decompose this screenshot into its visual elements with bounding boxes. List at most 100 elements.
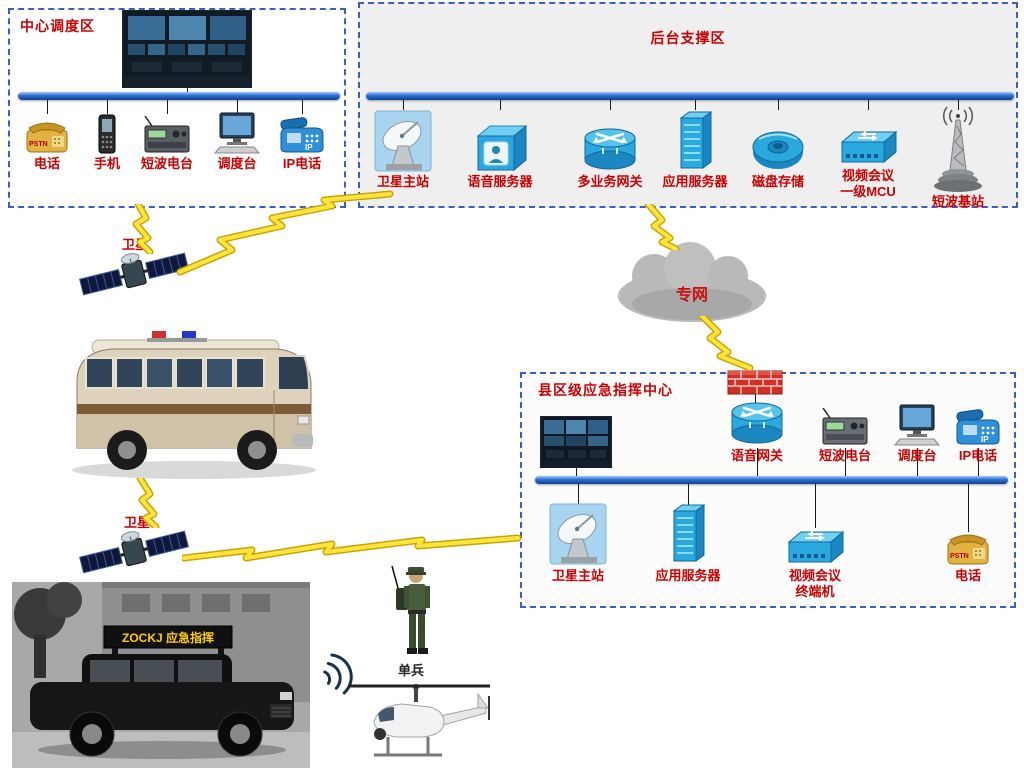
connector-line bbox=[107, 100, 108, 114]
wireless-signal-icon bbox=[323, 653, 353, 695]
ip-phone-icon: IP bbox=[279, 112, 325, 154]
device-backend-voice-server: 语音服务器 bbox=[455, 108, 545, 190]
satellite-dish-icon bbox=[374, 108, 432, 172]
device-label: 视频会议 bbox=[788, 568, 841, 583]
device-county-satellite-station: 卫星主站 bbox=[533, 498, 623, 584]
device-label: 应用服务器 bbox=[655, 568, 721, 583]
device-label: 短波电台 bbox=[140, 156, 193, 171]
satellite-icon bbox=[79, 530, 189, 574]
lightning-bolt bbox=[132, 204, 154, 254]
connector-line bbox=[187, 88, 188, 92]
suv-roof-sign-text: ZOCKJ 应急指挥 bbox=[122, 630, 214, 645]
tower-server-icon bbox=[677, 108, 713, 172]
device-county-dispatch-console: 调度台 bbox=[872, 402, 962, 464]
dispatch-console-icon bbox=[214, 112, 260, 154]
lightning-bolt bbox=[644, 204, 680, 250]
router-icon bbox=[730, 400, 784, 446]
device-backend-shortwave-base-station: 短波基站 bbox=[913, 104, 1003, 210]
device-county-voice-gateway: 语音网关 bbox=[712, 400, 802, 464]
county-control-room-photo bbox=[540, 416, 612, 468]
connector-line bbox=[778, 100, 779, 110]
connector-line bbox=[302, 100, 303, 114]
device-label: IP电话 bbox=[958, 448, 998, 463]
device-label: 短波电台 bbox=[818, 448, 871, 463]
connector-line bbox=[500, 100, 501, 110]
device-label: 语音网关 bbox=[730, 448, 783, 463]
device-backend-video-mcu: 视频会议 一级MCU bbox=[823, 108, 913, 199]
central-control-room-photo bbox=[122, 10, 252, 88]
device-backend-satellite-station: 卫星主站 bbox=[358, 108, 448, 190]
device-label: 语音服务器 bbox=[467, 174, 533, 189]
device-county-ip-phone: IP IP电话 bbox=[933, 406, 1023, 464]
backend-zone-title: 后台支撑区 bbox=[650, 30, 726, 46]
antenna-tower-icon bbox=[930, 104, 986, 192]
connector-line bbox=[968, 484, 969, 532]
device-backend-disk-storage: 磁盘存储 bbox=[733, 108, 823, 190]
svg-text:PSTN: PSTN bbox=[29, 141, 48, 148]
emergency-suv-photo: ZOCKJ 应急指挥 bbox=[12, 582, 310, 768]
soldier-figure bbox=[391, 565, 430, 654]
device-label: 视频会议 bbox=[841, 168, 894, 183]
connector-line bbox=[688, 484, 689, 506]
connector-line bbox=[47, 100, 48, 114]
device-county-pstn-phone: PSTN 电话 bbox=[923, 498, 1013, 584]
lightning-bolt bbox=[136, 478, 160, 528]
connector-line bbox=[610, 100, 611, 110]
voice-server-icon bbox=[472, 108, 528, 172]
device-label: 电话 bbox=[33, 156, 60, 171]
connector-line bbox=[167, 100, 168, 114]
device-label: 电话 bbox=[954, 568, 981, 583]
device-central-pstn-phone: PSTN 电话 bbox=[2, 112, 92, 172]
device-backend-multiservice-gateway: 多业务网关 bbox=[565, 108, 655, 190]
svg-text:PSTN: PSTN bbox=[950, 553, 969, 560]
device-label-line2: 一级MCU bbox=[840, 183, 896, 199]
svg-text:IP: IP bbox=[981, 435, 989, 444]
shortwave-radio-icon bbox=[821, 404, 869, 446]
connector-line bbox=[917, 448, 918, 476]
connector-line bbox=[695, 100, 696, 110]
device-label: 应用服务器 bbox=[662, 174, 728, 189]
device-label: 多业务网关 bbox=[577, 174, 643, 189]
connector-line bbox=[958, 100, 959, 110]
device-central-mobile-phone: 手机 bbox=[62, 112, 152, 172]
satellite-dish-icon bbox=[549, 498, 607, 566]
county-network-bus bbox=[535, 476, 1008, 484]
private-network-cloud: 专网 bbox=[618, 242, 766, 322]
device-central-dispatch-console: 调度台 bbox=[192, 112, 282, 172]
device-label: 卫星主站 bbox=[376, 174, 429, 189]
command-bus-photo bbox=[72, 331, 316, 479]
connector-line bbox=[978, 448, 979, 476]
device-label: 手机 bbox=[93, 156, 120, 171]
private-network-label: 专网 bbox=[676, 285, 708, 304]
dispatch-console-icon bbox=[894, 402, 940, 446]
device-backend-app-server: 应用服务器 bbox=[650, 108, 740, 190]
soldier-label: 单兵 bbox=[398, 663, 425, 678]
zone-backend-support bbox=[358, 2, 1018, 208]
ip-phone-icon: IP bbox=[955, 406, 1001, 446]
device-label-line2: 终端机 bbox=[795, 583, 835, 599]
device-label: IP电话 bbox=[282, 156, 322, 171]
central-network-bus bbox=[18, 92, 340, 100]
connector-line bbox=[815, 484, 816, 528]
device-label: 磁盘存储 bbox=[751, 174, 804, 189]
mobile-phone-icon bbox=[96, 112, 118, 154]
shortwave-radio-icon bbox=[143, 112, 191, 154]
device-central-ip-phone: IP IP电话 bbox=[257, 112, 347, 172]
tower-server-icon bbox=[670, 498, 706, 566]
mcu-switch-icon bbox=[838, 108, 898, 166]
connector-line bbox=[757, 448, 758, 476]
disk-storage-icon bbox=[751, 108, 805, 172]
connector-line bbox=[578, 484, 579, 506]
backend-network-bus bbox=[366, 92, 1014, 100]
device-label: 调度台 bbox=[217, 156, 257, 171]
router-icon bbox=[583, 108, 637, 172]
connector-line bbox=[237, 100, 238, 114]
device-county-shortwave-radio: 短波电台 bbox=[800, 404, 890, 464]
device-county-video-terminal: 视频会议 终端机 bbox=[770, 498, 860, 599]
device-label: 短波基站 bbox=[931, 194, 984, 209]
svg-text:IP: IP bbox=[305, 143, 313, 152]
firewall-icon bbox=[727, 370, 783, 395]
satellite-icon bbox=[79, 252, 189, 296]
connector-line bbox=[845, 448, 846, 476]
